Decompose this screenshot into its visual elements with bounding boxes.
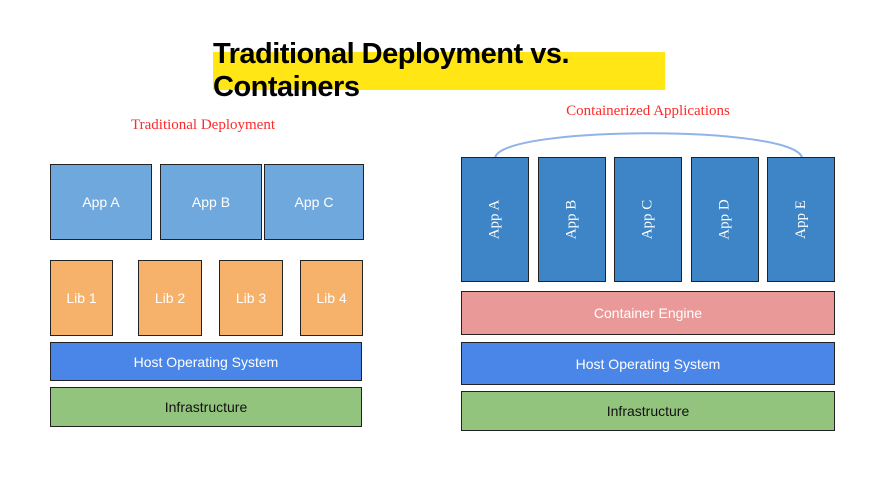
app-label: App D: [716, 199, 733, 240]
containers-heading: Containerized Applications: [566, 103, 730, 119]
container-infrastructure: Infrastructure: [461, 391, 835, 431]
container-app-e: App E: [767, 157, 835, 282]
container-engine: Container Engine: [461, 291, 835, 335]
traditional-heading: Traditional Deployment: [130, 117, 276, 133]
traditional-app-a: App A: [50, 164, 152, 240]
container-app-c: App C: [614, 157, 682, 282]
lib-label: Lib 1: [66, 290, 97, 306]
app-label: App C: [294, 194, 334, 210]
container-host-os: Host Operating System: [461, 342, 835, 385]
app-label: App C: [639, 199, 656, 240]
os-label: Host Operating System: [133, 353, 279, 370]
lib-3: Lib 3: [219, 260, 283, 336]
container-app-d: App D: [691, 157, 759, 282]
lib-4: Lib 4: [300, 260, 363, 336]
os-label: Host Operating System: [575, 355, 721, 372]
traditional-host-os: Host Operating System: [50, 342, 362, 381]
container-app-a: App A: [461, 157, 529, 282]
app-label: App A: [486, 199, 503, 240]
container-app-b: App B: [538, 157, 606, 282]
lib-2: Lib 2: [138, 260, 202, 336]
infra-label: Infrastructure: [164, 399, 248, 415]
app-label: App B: [563, 199, 580, 240]
app-label: App B: [191, 194, 231, 210]
traditional-app-b: App B: [160, 164, 262, 240]
lib-1: Lib 1: [50, 260, 113, 336]
traditional-infrastructure: Infrastructure: [50, 387, 362, 427]
app-label: App A: [82, 194, 120, 210]
app-label: App E: [792, 200, 809, 239]
lib-label: Lib 4: [316, 290, 347, 306]
traditional-app-c: App C: [264, 164, 364, 240]
lib-label: Lib 2: [154, 290, 186, 306]
engine-label: Container Engine: [593, 305, 703, 321]
lib-label: Lib 3: [235, 290, 267, 306]
arc-path: [494, 132, 803, 159]
infra-label: Infrastructure: [606, 403, 690, 419]
